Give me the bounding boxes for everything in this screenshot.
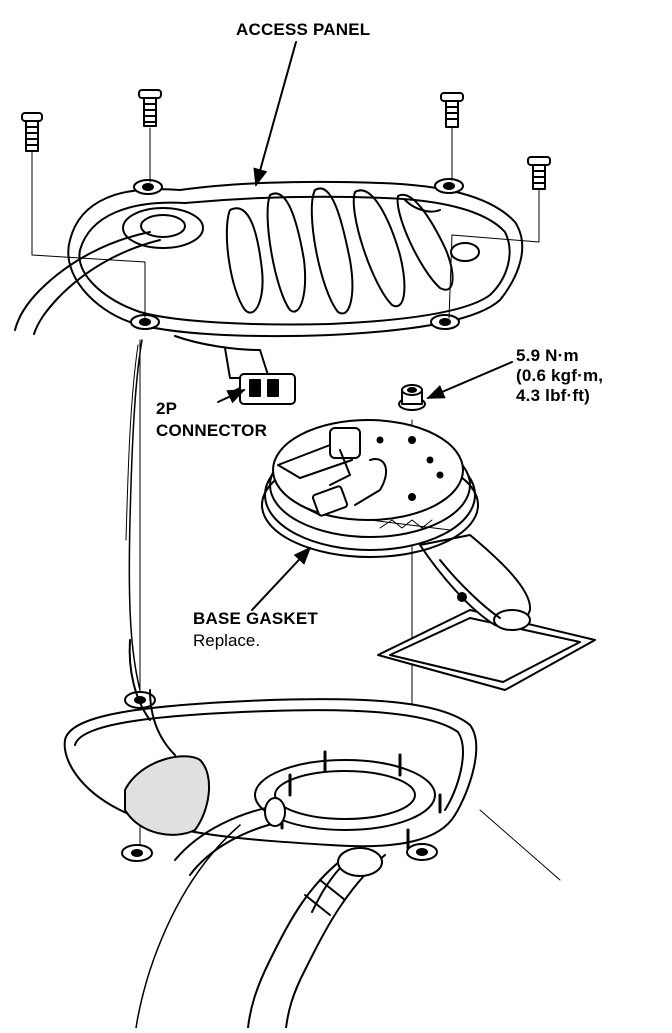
flange-nut [398,384,426,411]
access-panel-arrow [253,41,297,187]
torque-arrow [426,361,513,399]
connector-arrow [217,389,246,404]
base-gasket-arrow [251,546,312,611]
base-gasket-note: Replace. [193,631,261,650]
base-gasket-label: BASE GASKET Replace. [193,608,318,652]
fuel-pump-assembly [261,419,596,691]
screw-1 [21,112,43,152]
torque-spec-line2: (0.6 kgf·m, [516,366,604,385]
access-panel-label: ACCESS PANEL [236,20,370,40]
access-panel [14,178,524,338]
base-gasket-title: BASE GASKET [193,609,318,628]
torque-spec-label: 5.9 N·m (0.6 kgf·m, 4.3 lbf·ft) [516,346,603,406]
connector-label-line1: 2P [156,399,178,418]
torque-spec-line3: 4.3 lbf·ft) [516,386,590,405]
tank-opening [63,639,561,1029]
torque-spec-line1: 5.9 N·m [516,346,579,365]
screw-4 [527,156,551,190]
screw-2 [138,89,162,127]
screw-3 [440,92,464,128]
connector-label-line2: CONNECTOR [156,421,268,440]
connector-label: 2P CONNECTOR [156,398,267,442]
access-panel-text: ACCESS PANEL [236,20,371,39]
